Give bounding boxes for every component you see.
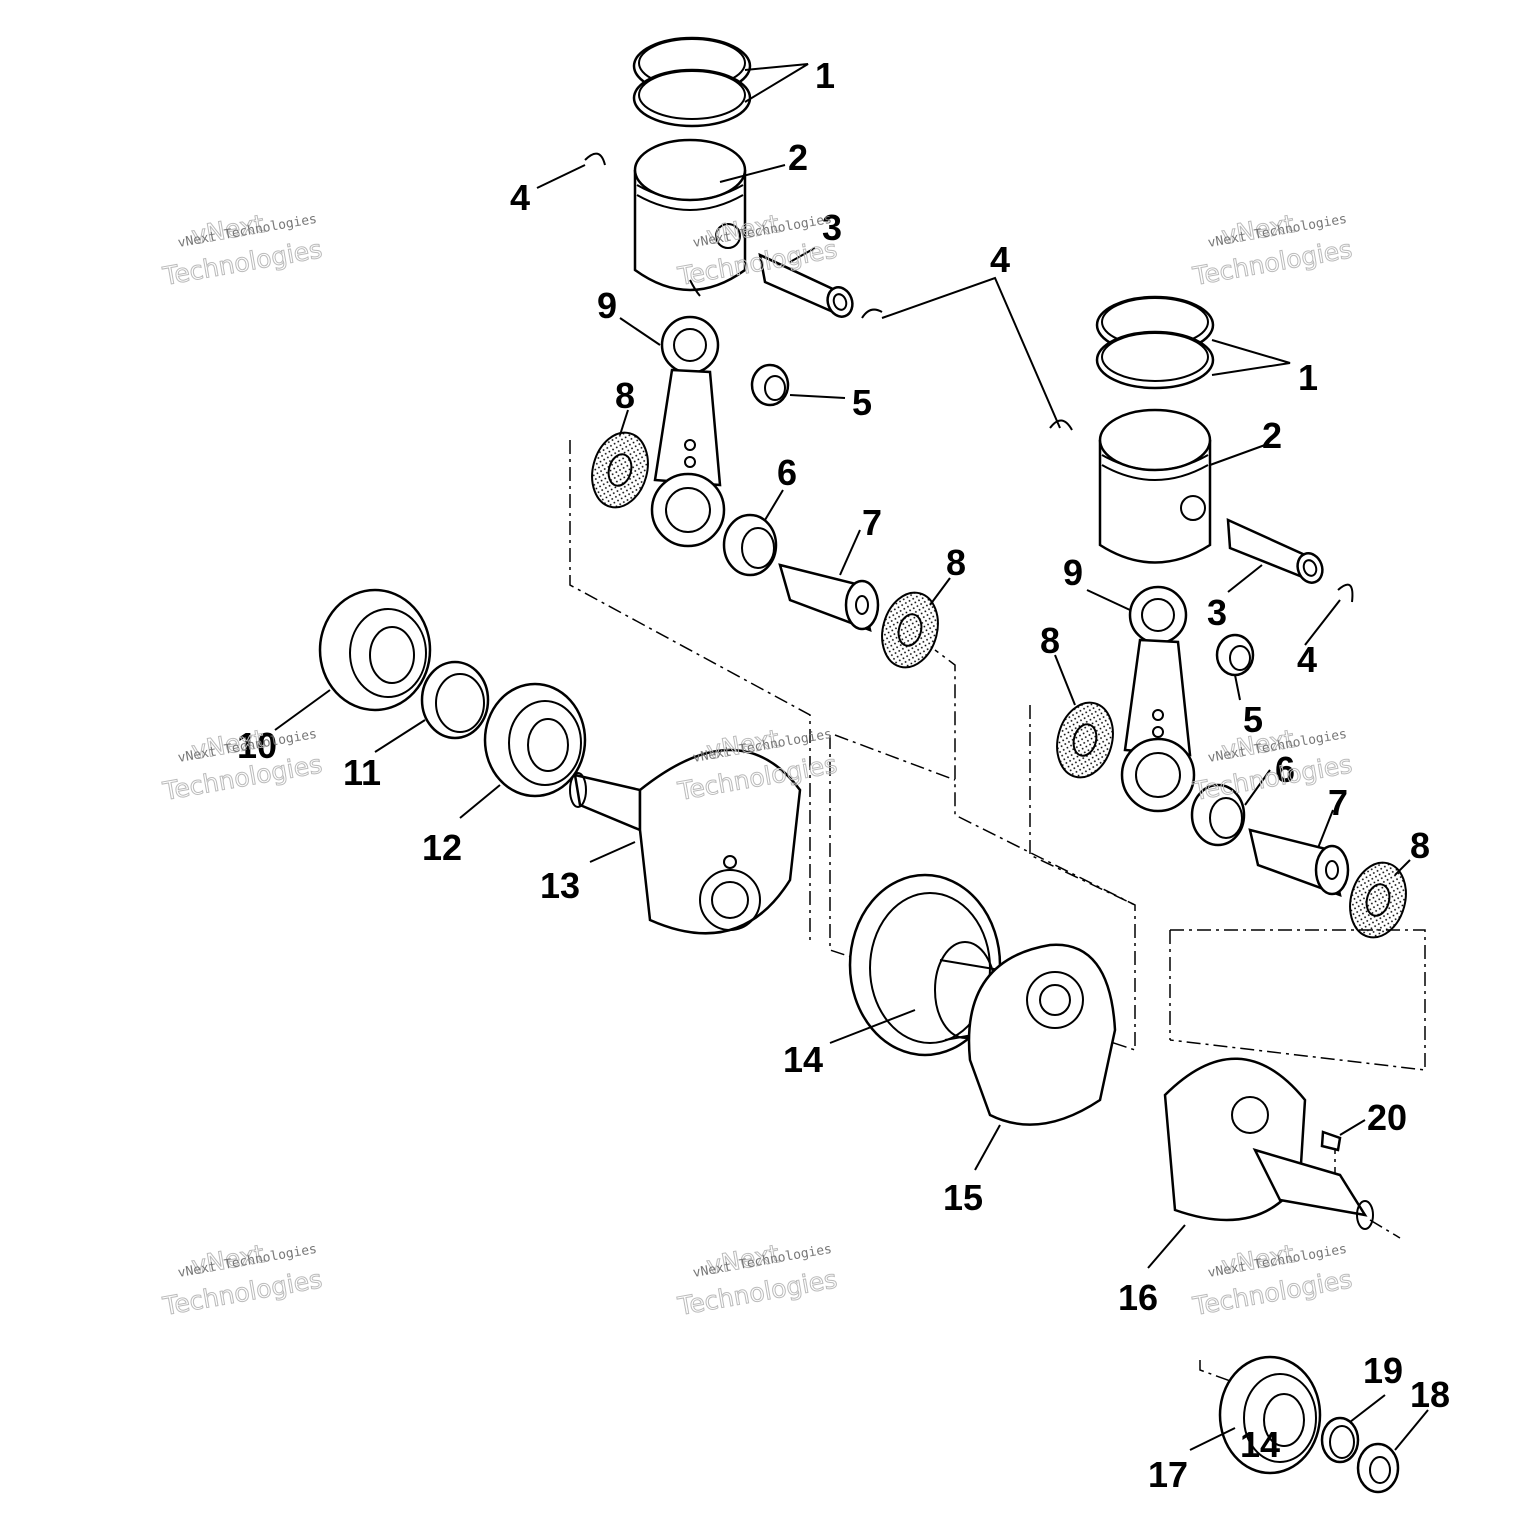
- callout-4: 4: [990, 239, 1010, 280]
- callout-20: 20: [1367, 1097, 1407, 1138]
- thrust-washer-left-1: [591, 431, 649, 509]
- callout-2: 2: [788, 137, 808, 178]
- connecting-rod-left: [650, 315, 726, 548]
- leader-lines: [274, 63, 1429, 1451]
- callout-18: 18: [1410, 1374, 1450, 1415]
- needle-bearing-small-left: [750, 363, 790, 407]
- callout-16: 16: [1118, 1277, 1158, 1318]
- circlip-left-top: [584, 152, 606, 166]
- callout-4: 4: [510, 177, 530, 218]
- crank-pin-left: [778, 563, 880, 632]
- ball-bearing-12: [483, 682, 587, 798]
- wrist-pin-left: [758, 252, 854, 318]
- callout-9: 9: [1063, 552, 1083, 593]
- piston-right: [1098, 408, 1212, 564]
- watermark-bl: vNext vNext Technologies Technologies: [160, 1239, 325, 1322]
- callout-4: 4: [1297, 639, 1317, 680]
- crankshaft-half-16: [1163, 1057, 1374, 1230]
- connecting-rod-right: [1120, 585, 1196, 813]
- callout-6: 6: [777, 452, 797, 493]
- callout-1: 1: [1298, 357, 1318, 398]
- wrist-pin-right: [1226, 517, 1324, 584]
- crank-pin-right: [1248, 828, 1350, 897]
- callout-17: 17: [1148, 1454, 1188, 1495]
- callout-11: 11: [343, 752, 381, 793]
- watermark-tr: vNext vNext Technologies Technologies: [1190, 209, 1355, 292]
- ball-bearing-17: [1218, 1355, 1322, 1475]
- callout-8: 8: [1410, 825, 1430, 866]
- needle-bearing-large-right: [1190, 783, 1246, 847]
- callout-7: 7: [862, 502, 882, 543]
- crankshaft-half-13: [569, 748, 802, 935]
- piston-left: [633, 138, 747, 297]
- callout-labels: 1 2 3 4 4 9 5 8 6 7 8 1 2 9 3 4 8 5 6 7 …: [237, 55, 1450, 1495]
- washer-19: [1320, 1416, 1360, 1464]
- nut-18: [1356, 1442, 1400, 1494]
- needle-bearing-large-left: [722, 513, 778, 577]
- needle-bearing-small-right: [1215, 633, 1255, 677]
- callout-6: 6: [1275, 749, 1295, 790]
- thrust-washer-right-1: [1056, 701, 1114, 779]
- piston-rings-right: [1095, 295, 1215, 390]
- callout-2: 2: [1262, 415, 1282, 456]
- callout-5: 5: [1243, 699, 1263, 740]
- callout-9: 9: [597, 285, 617, 326]
- assembly-lines: [569, 440, 1426, 1391]
- ball-bearing-10: [318, 588, 432, 712]
- callout-3: 3: [1207, 592, 1227, 633]
- callout-8: 8: [1040, 620, 1060, 661]
- callout-14: 14: [783, 1039, 823, 1080]
- callout-12: 12: [422, 827, 462, 868]
- callout-7: 7: [1328, 782, 1348, 823]
- circlip-right-bottom: [1337, 583, 1354, 603]
- callout-8: 8: [946, 542, 966, 583]
- circlip-right-top: [1049, 419, 1073, 431]
- callout-3: 3: [822, 207, 842, 248]
- spacer-ring-11: [420, 660, 490, 740]
- watermark-tl: vNext vNext Technologies Technologies: [160, 209, 325, 292]
- thrust-washer-left-2: [881, 591, 939, 669]
- callout-13: 13: [540, 865, 580, 906]
- thrust-washer-right-2: [1349, 861, 1407, 939]
- callout-10: 10: [237, 725, 277, 766]
- crank-web-15: [967, 943, 1117, 1126]
- piston-rings-left: [632, 36, 752, 128]
- watermark-bc: vNext vNext Technologies Technologies: [675, 1239, 840, 1322]
- callout-15: 15: [943, 1177, 983, 1218]
- callout-8: 8: [615, 375, 635, 416]
- circlip-center: [861, 308, 883, 319]
- callout-5: 5: [852, 382, 872, 423]
- callout-1: 1: [815, 55, 835, 96]
- callout-19: 19: [1363, 1350, 1403, 1391]
- callout-14: 14: [1240, 1424, 1280, 1465]
- watermark-br: vNext vNext Technologies Technologies: [1190, 1239, 1355, 1322]
